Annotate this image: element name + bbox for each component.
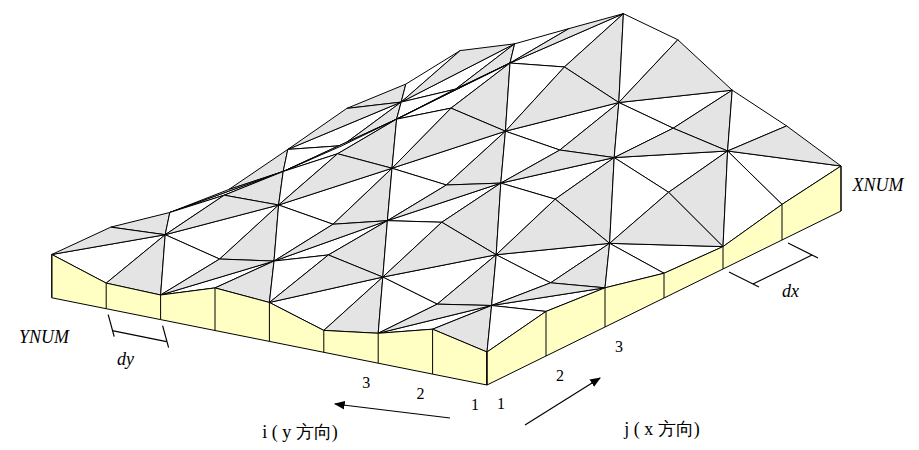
- index-number: 3: [615, 338, 623, 356]
- face-edge: [160, 295, 161, 320]
- mesh-triangle: [614, 128, 727, 157]
- mesh-triangle: [560, 103, 619, 158]
- mesh-triangle: [496, 199, 609, 255]
- direction-arrow: [335, 404, 450, 418]
- face-edge: [487, 352, 488, 385]
- extension-line: [788, 243, 818, 258]
- face-edge: [782, 204, 783, 240]
- axis-label: j ( x 方向): [624, 420, 700, 440]
- side-face: [52, 254, 487, 385]
- extension-line: [729, 272, 759, 287]
- face-edge: [215, 288, 216, 331]
- face-edge: [487, 352, 488, 385]
- face-edge: [723, 247, 724, 269]
- mesh-triangle: [728, 126, 841, 166]
- grid-count-label: XNUM: [853, 176, 904, 196]
- extension-line: [108, 315, 114, 337]
- face-edge: [106, 283, 107, 309]
- index-number: 2: [417, 385, 425, 403]
- mesh-triangle: [220, 205, 279, 261]
- mesh-triangle: [324, 277, 383, 333]
- mesh-triangle: [610, 192, 723, 246]
- face-edge: [432, 329, 433, 374]
- face-edge: [546, 311, 547, 356]
- face-edge: [841, 166, 842, 211]
- index-number: 1: [471, 396, 479, 414]
- axis-label: i ( y 方向): [262, 423, 338, 443]
- mesh-triangle: [446, 131, 505, 185]
- mesh-triangle: [619, 40, 732, 103]
- dimension-label: dy: [117, 350, 134, 370]
- face-edge: [269, 302, 270, 341]
- dimension-line: [753, 255, 812, 284]
- index-number: 1: [497, 395, 505, 413]
- dimension-line: [112, 331, 166, 342]
- dimension-label: dx: [782, 282, 799, 302]
- face-edge: [323, 330, 324, 352]
- mesh-triangle: [437, 255, 496, 306]
- index-number: 2: [556, 367, 564, 385]
- mesh-triangle: [333, 168, 392, 224]
- index-number: 3: [362, 374, 370, 392]
- extension-line: [163, 326, 169, 348]
- grid-count-label: YNUM: [19, 328, 69, 348]
- side-faces: [52, 166, 841, 385]
- face-edge: [51, 254, 52, 297]
- mesh-triangle: [551, 243, 610, 287]
- face-edge: [378, 333, 379, 363]
- face-edge: [605, 288, 606, 327]
- direction-arrow: [525, 378, 600, 425]
- side-face: [487, 166, 841, 385]
- face-edge: [664, 273, 665, 298]
